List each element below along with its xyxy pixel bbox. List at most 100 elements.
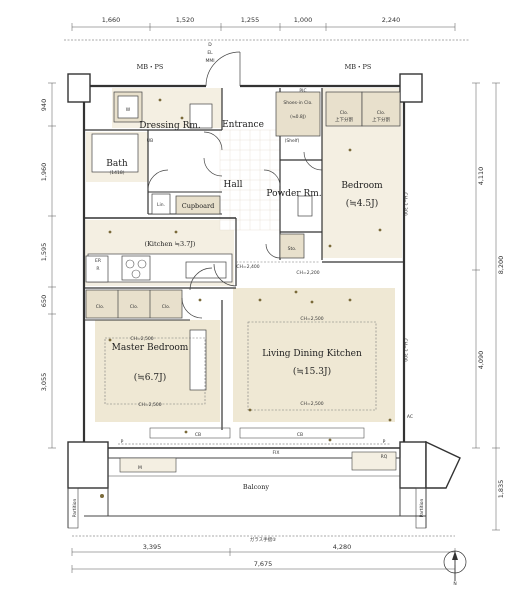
room-labels: MB・PS MB・PS Dressing Rm. Entrance Shoes-… xyxy=(72,42,425,517)
bath-size-label: (1418) xyxy=(110,170,125,176)
cupboard xyxy=(175,195,221,215)
dim-bottom-1: 3,395 xyxy=(143,543,162,551)
storage xyxy=(279,233,305,259)
dim-top-4: 1,000 xyxy=(294,16,313,24)
bedroom-closet-1-label: Clo. xyxy=(340,110,349,116)
linen-closet xyxy=(151,193,171,215)
ch-master-top: CH=2,500 xyxy=(130,336,153,342)
shoes-closet-area: (≒0.8J) xyxy=(290,114,306,120)
bedroom-area-label: (≒4.5J) xyxy=(346,198,378,209)
dimension-labels: 1,660 1,520 1,255 1,000 2,240 940 1,960 … xyxy=(40,16,505,568)
ch-ldk-side: CH=2,300 xyxy=(402,338,408,361)
cupboard-label: Cupboard xyxy=(182,202,215,210)
doors xyxy=(147,51,323,319)
dim-top-3: 1,255 xyxy=(241,16,260,24)
master-closet-3-label: Clo. xyxy=(162,304,171,310)
powder-room-label: Powder Rm. xyxy=(266,189,321,199)
entrance-label: Entrance xyxy=(222,120,264,130)
dim-bottom-total: 7,675 xyxy=(254,560,273,568)
dim-top-2: 1,520 xyxy=(176,16,195,24)
shelf-label: (Shelf) xyxy=(285,138,300,144)
columns xyxy=(67,73,461,489)
ldk-area-label: (≒15.3J) xyxy=(293,366,331,377)
bedroom-closet-1-note: 上下分割 xyxy=(335,116,353,123)
ch-master-bottom: CH=2,500 xyxy=(138,402,161,408)
w-label: W xyxy=(126,107,131,113)
el-label: EL xyxy=(207,50,213,56)
column-top-right xyxy=(399,73,423,103)
walls xyxy=(82,84,406,449)
ac-label: AC xyxy=(407,414,413,420)
column-bottom-left xyxy=(67,441,109,489)
washer-box xyxy=(117,95,139,119)
ch-ldk-top: CH=2,500 xyxy=(300,316,323,322)
sink xyxy=(185,261,227,279)
dim-top-1: 1,660 xyxy=(102,16,121,24)
master-closet xyxy=(85,289,183,319)
dim-right-inner-1: 4,110 xyxy=(477,167,485,186)
cb-left-label: CB xyxy=(195,432,201,438)
glass-rail-label: ガラス手摺② xyxy=(250,536,276,543)
dressing-room-label: Dressing Rm. xyxy=(139,121,201,131)
m-label: M xyxy=(138,465,142,471)
balcony-corner xyxy=(425,440,461,489)
column-bottom-right xyxy=(399,441,427,489)
ub-label: UB xyxy=(147,138,153,144)
dim-left-1: 940 xyxy=(40,99,48,111)
r-label: R xyxy=(96,266,99,272)
ch-kitchen: CH=2,400 xyxy=(236,264,259,270)
hall-label: Hall xyxy=(224,180,243,190)
hall-tiles xyxy=(220,130,280,230)
toilet xyxy=(297,195,313,217)
mb-ps-right-label: MB・PS xyxy=(345,63,372,71)
p-left-label: P xyxy=(121,439,124,445)
bedroom-label: Bedroom xyxy=(341,181,383,191)
mmi-label: MMI xyxy=(205,58,214,64)
shoes-closet xyxy=(275,91,321,137)
bathtub xyxy=(91,133,139,173)
ldk-label: Living Dining Kitchen xyxy=(262,349,362,359)
mb-ps-left-label: MB・PS xyxy=(137,63,164,71)
dim-right-inner-2: 4,090 xyxy=(477,351,485,370)
bedroom-closet-2 xyxy=(361,91,401,127)
compass: N xyxy=(443,550,467,587)
er-label: ER xyxy=(95,258,101,264)
bedroom-closet-2-note: 上下分割 xyxy=(372,116,390,123)
ch-bedroom-side: CH=2,300 xyxy=(402,192,408,215)
fix-label: FIX xyxy=(273,450,280,456)
dim-right-outer-1: 8,200 xyxy=(497,256,505,275)
vanity xyxy=(189,103,213,129)
partition-right-label: Partition xyxy=(419,498,425,517)
ceiling-zones xyxy=(104,261,377,411)
ldk-fill xyxy=(233,288,395,422)
p-right-label: P xyxy=(383,439,386,445)
dim-left-4: 650 xyxy=(40,295,48,307)
fixtures xyxy=(85,91,401,391)
master-desk xyxy=(189,329,207,391)
storage-label: Sto. xyxy=(288,246,297,252)
balcony xyxy=(67,451,427,529)
ch-ldk-bottom: CH=2,500 xyxy=(300,401,323,407)
dim-bottom-2: 4,280 xyxy=(333,543,352,551)
master-bedroom-label: Master Bedroom xyxy=(112,343,189,353)
column-top-left xyxy=(67,73,91,103)
electrical-outlets xyxy=(100,98,392,498)
linen-label: Lin. xyxy=(157,202,165,208)
dim-left-2: 1,960 xyxy=(40,163,48,182)
fridge xyxy=(85,255,109,283)
dim-top-5: 2,240 xyxy=(382,16,401,24)
d-label: D xyxy=(208,42,212,48)
dim-right-outer-2: 1,835 xyxy=(497,480,505,499)
dim-left-3: 1,595 xyxy=(40,243,48,262)
stove xyxy=(121,255,151,281)
stove-burners xyxy=(125,259,147,279)
kitchen-label: (Kitchen ≒3.7J) xyxy=(145,240,196,248)
pic-label: PIC xyxy=(299,88,306,94)
bath-label: Bath xyxy=(106,159,128,169)
master-bedroom-area-label: (≒6.7J) xyxy=(134,372,166,383)
balcony-label: Balcony xyxy=(243,483,269,491)
dim-left-5: 3,055 xyxy=(40,373,48,392)
partition-left-label: Partition xyxy=(72,498,78,517)
shoes-closet-label: Shoes-in Clo. xyxy=(283,100,312,106)
